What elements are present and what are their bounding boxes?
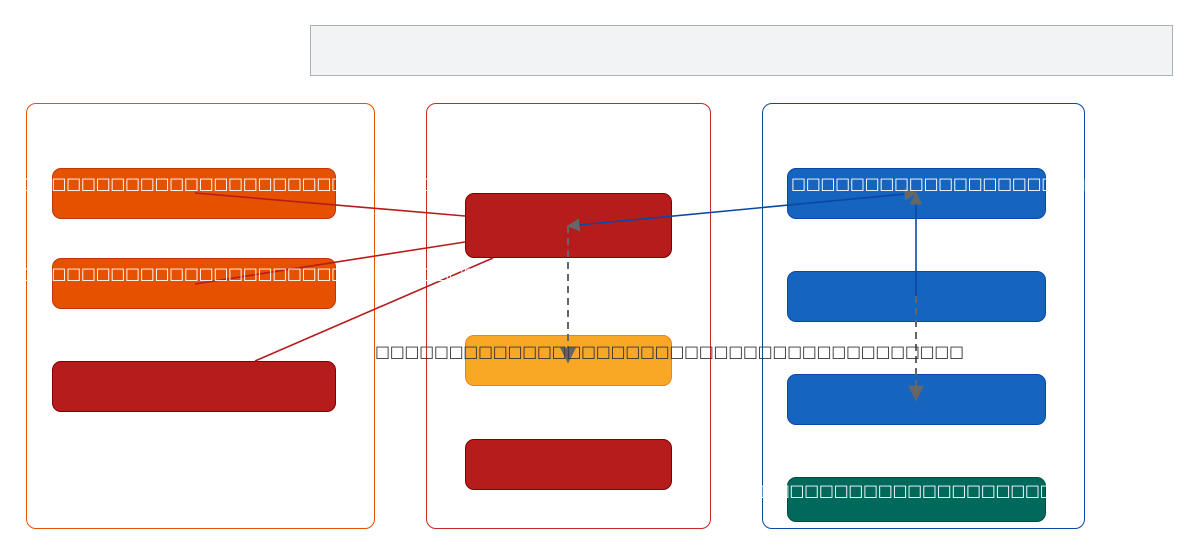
node-right-4-label: □□□□□□□□□□□□□□□□□□□□□□□□□□□□□□□□□□ (760, 481, 1200, 500)
node-left-3[interactable] (52, 361, 336, 412)
node-right-1-label: □□□□□□□□□□□□□□□□□□□□□□□□□□□□□□ (791, 174, 1200, 193)
node-mid-3[interactable] (465, 439, 672, 490)
node-left-1-label: □□□□□□□□□□□□□□□□□□□□□□□□□□□□□□□□□□□□ (22, 174, 552, 193)
node-right-3[interactable] (787, 374, 1046, 425)
node-mid-1[interactable] (465, 193, 672, 258)
node-left-2-label: □□□□□□□□□□□□□□□□□□□□□□□□□□□□□□□□□□□□ (22, 264, 552, 283)
node-right-2[interactable] (787, 271, 1046, 322)
diagram-title-bar (310, 25, 1173, 76)
group-right (762, 103, 1085, 529)
node-right-4[interactable] (787, 477, 1046, 522)
group-left (26, 103, 375, 529)
node-mid-2-label: □□□□□□□□□□□□□□□□□□□□□□□□□□□□□□□□□□□□□□□□ (375, 342, 964, 361)
